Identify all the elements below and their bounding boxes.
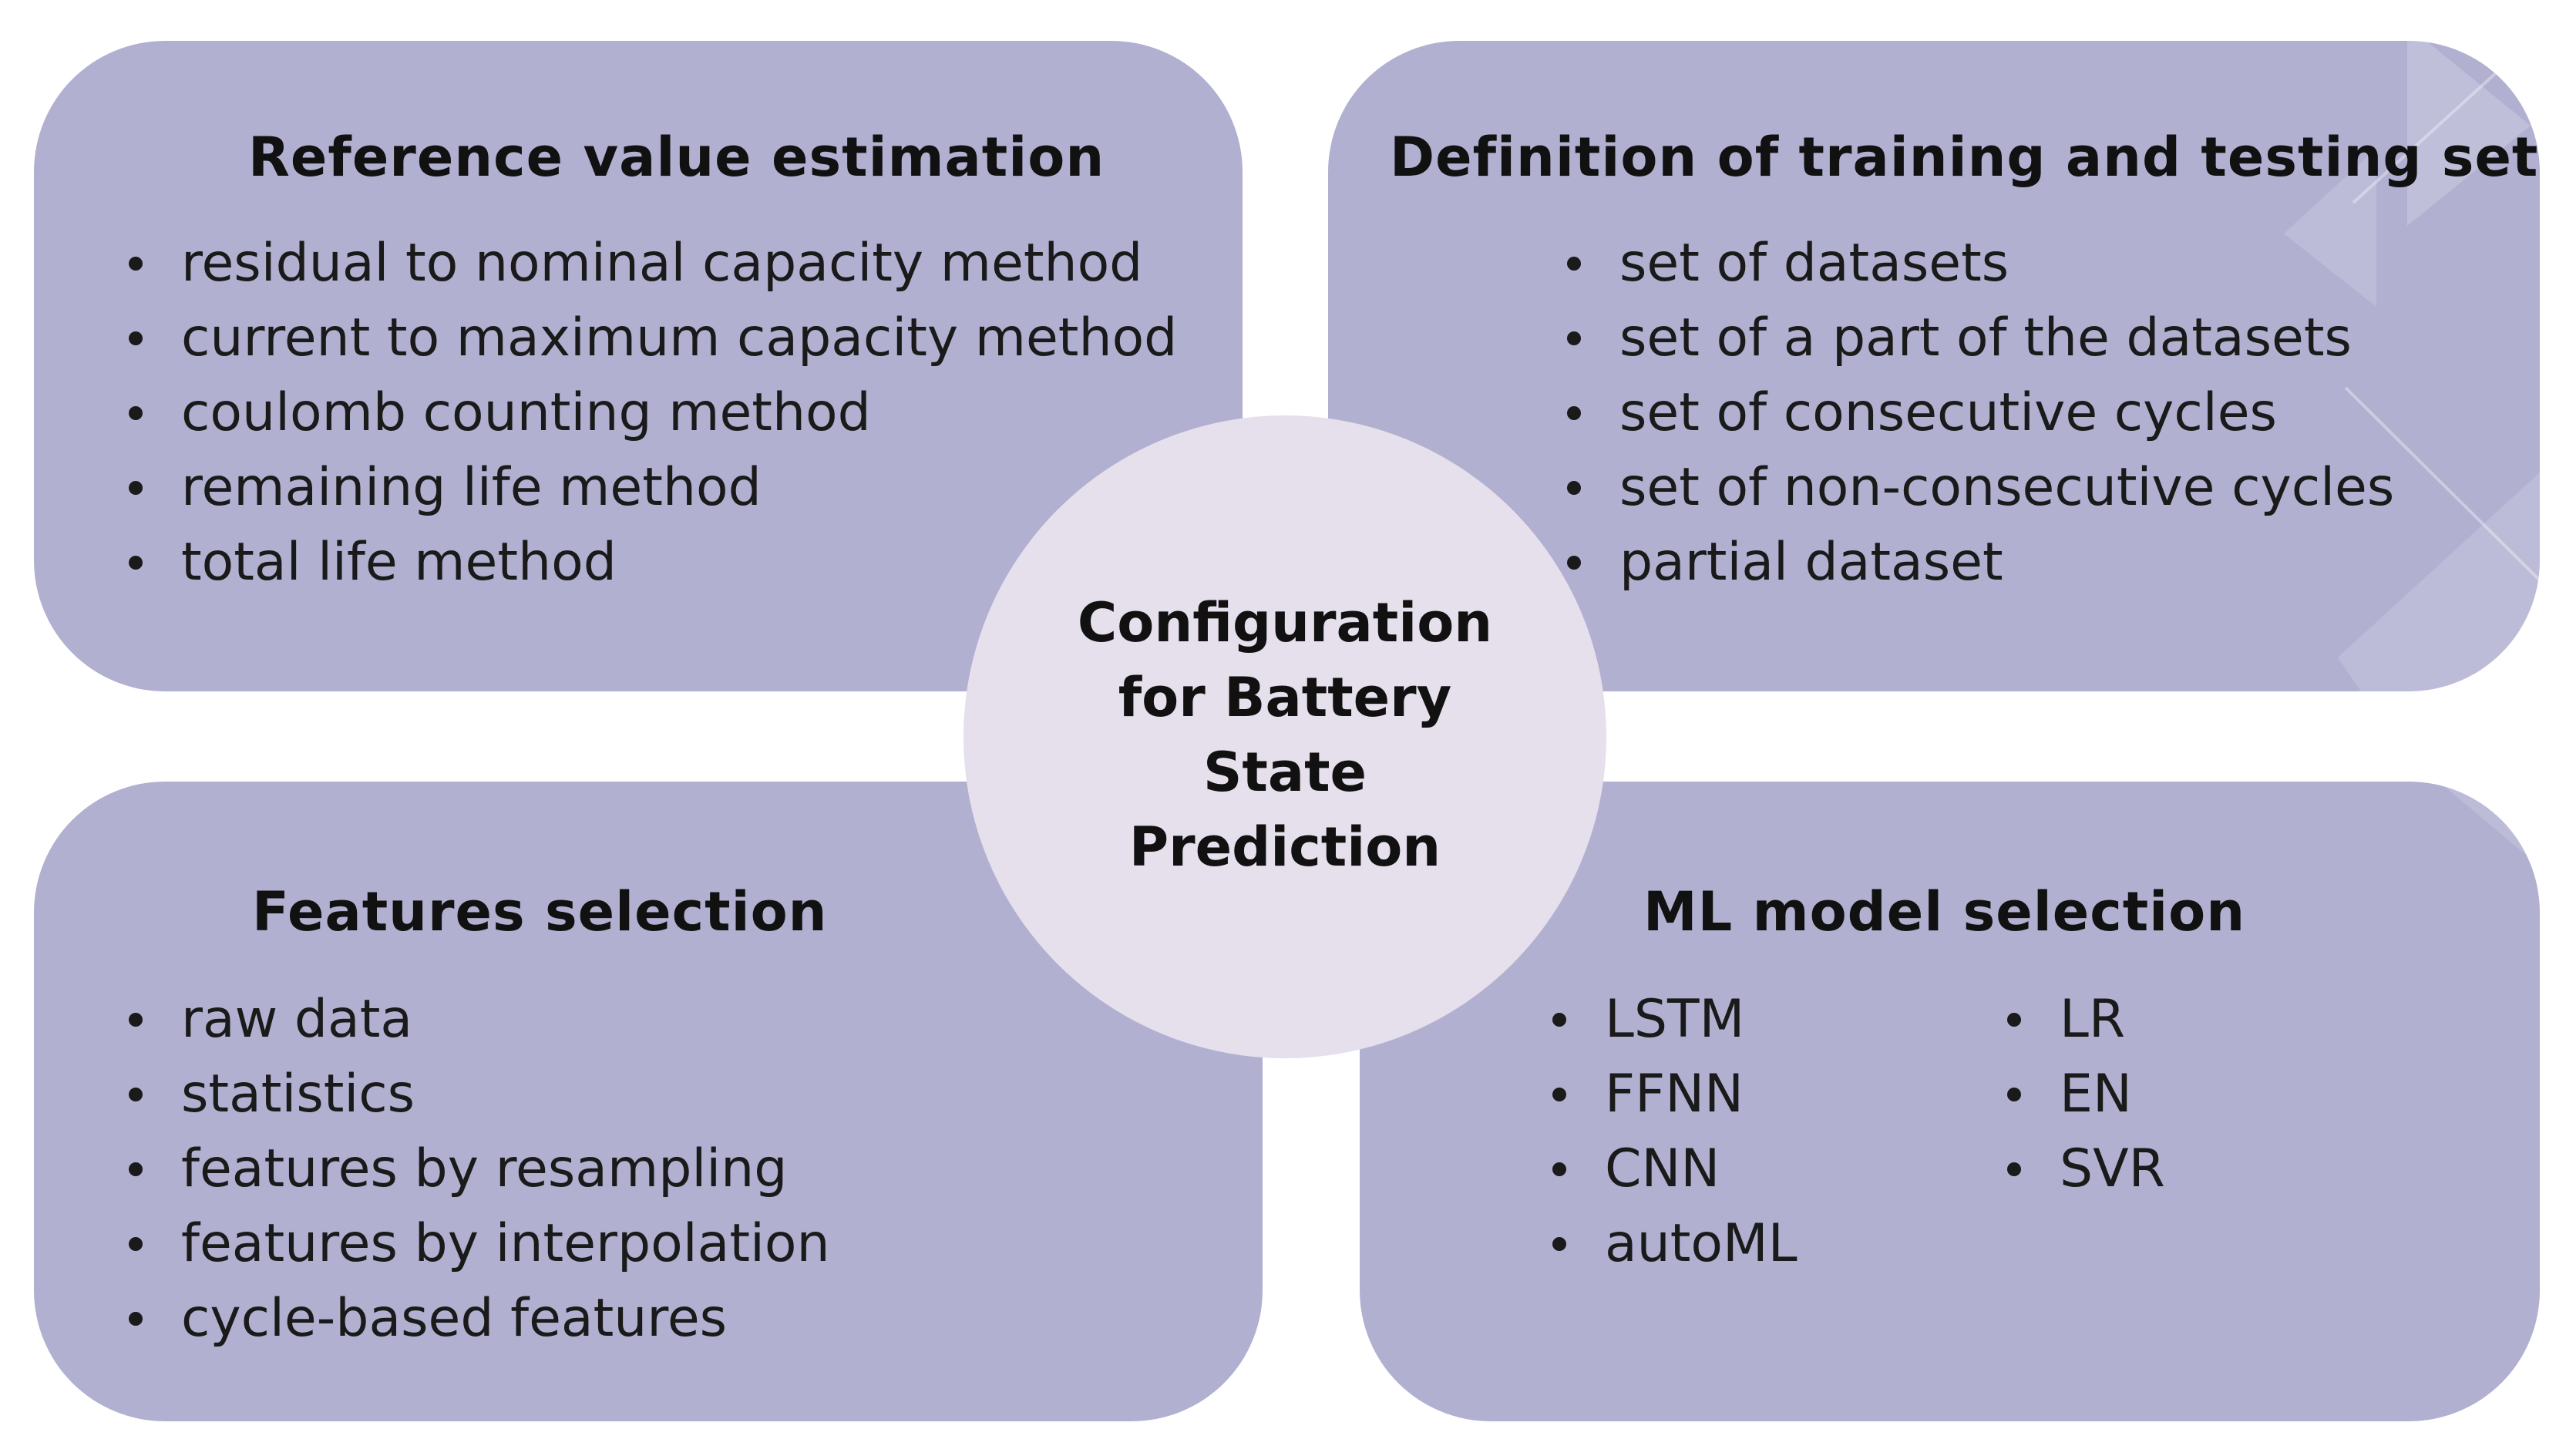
list-item: EN [1999,1057,2165,1132]
center-title-line: for Battery [1118,666,1452,729]
list-item: features by interpolation [121,1206,830,1281]
list-item: autoML [1545,1206,1798,1281]
list-item: total life method [121,525,1177,600]
list-item: remaining life method [121,450,1177,525]
panel-title-training: Definition of training and testing set [1390,126,2539,189]
list-item: coulomb counting method [121,375,1177,450]
list-item: LSTM [1545,982,1798,1057]
list-item: partial dataset [1559,525,2394,600]
features-list: raw data statistics features by resampli… [121,982,830,1356]
list-item: residual to nominal capacity method [121,226,1177,301]
list-item: raw data [121,982,830,1057]
list-item: LR [1999,982,2165,1057]
list-item: set of non-consecutive cycles [1559,450,2394,525]
list-item: set of datasets [1559,226,2394,301]
models-list-right: LR EN SVR [1999,982,2165,1206]
center-title-line: State [1202,741,1367,804]
list-item: current to maximum capacity method [121,301,1177,375]
list-item: SVR [1999,1132,2165,1206]
list-item: cycle-based features [121,1281,830,1356]
list-item: FFNN [1545,1057,1798,1132]
list-item: CNN [1545,1132,1798,1206]
panel-reference-value-estimation: Reference value estimation residual to n… [34,41,1243,691]
list-item: statistics [121,1057,830,1132]
center-title-line: Prediction [1128,815,1441,879]
panel-title-features: Features selection [252,880,828,943]
training-set-list: set of datasets set of a part of the dat… [1559,226,2394,600]
list-item: set of consecutive cycles [1559,375,2394,450]
models-list-left: LSTM FFNN CNN autoML [1545,982,1798,1281]
list-item: features by resampling [121,1132,830,1206]
panel-title-reference: Reference value estimation [248,126,1105,189]
center-title: Configuration for Battery State Predicti… [964,586,1606,885]
reference-method-list: residual to nominal capacity method curr… [121,226,1177,600]
center-title-line: Configuration [1077,591,1493,654]
panel-title-models: ML model selection [1643,880,2246,943]
center-circle [964,415,1606,1058]
list-item: set of a part of the datasets [1559,301,2394,375]
